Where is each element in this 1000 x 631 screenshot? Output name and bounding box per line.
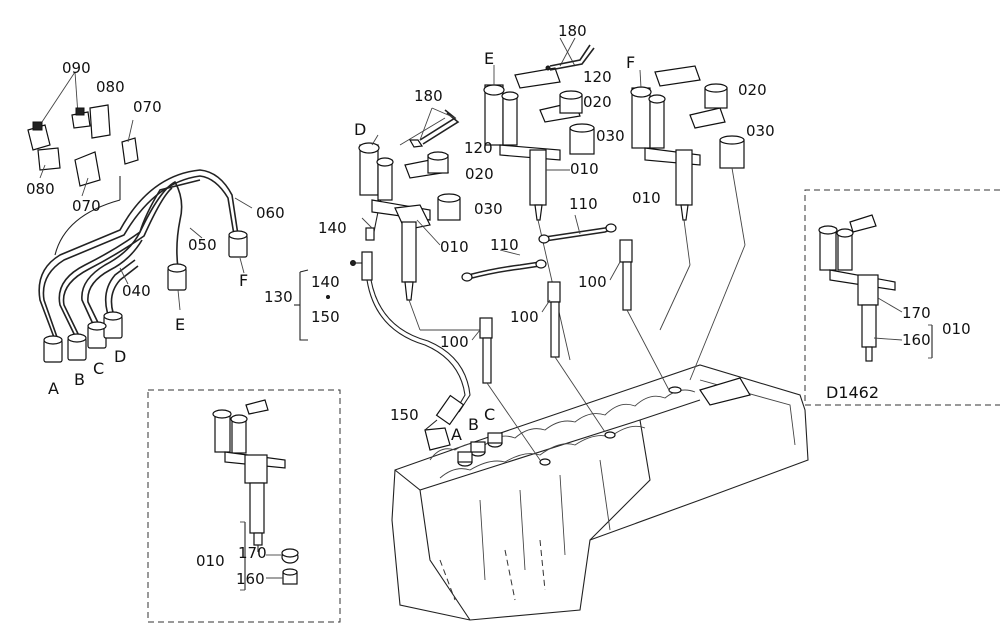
label-020: 020	[583, 93, 612, 111]
label-170: 170	[902, 304, 931, 322]
label-010: 010	[632, 189, 661, 207]
label-pipe-d: D	[114, 347, 126, 366]
label-030: 030	[746, 122, 775, 140]
injection-pipes	[38, 169, 253, 363]
label-180: 180	[414, 87, 443, 105]
label-port-b: B	[468, 415, 479, 434]
label-090: 090	[62, 59, 91, 77]
label-110: 110	[490, 236, 519, 254]
label-150: 150	[390, 406, 419, 424]
label-120: 120	[464, 139, 493, 157]
label-020: 020	[738, 81, 767, 99]
injector-f	[630, 65, 746, 381]
label-050: 050	[188, 236, 217, 254]
label-port-c: C	[484, 405, 495, 424]
label-070: 070	[133, 98, 162, 116]
label-060: 060	[256, 204, 285, 222]
detail-box-left	[147, 389, 341, 623]
label-080: 080	[26, 180, 55, 198]
detail-box-right	[804, 189, 1000, 406]
spill-pipes	[461, 214, 617, 282]
label-pipe-e: E	[175, 315, 185, 334]
label-110: 110	[569, 195, 598, 213]
label-140: 140	[318, 219, 347, 237]
label-030: 030	[474, 200, 503, 218]
label-010: 010	[570, 160, 599, 178]
cylinder-head	[391, 364, 809, 621]
label-pipe-b: B	[74, 370, 85, 389]
label-070: 070	[72, 197, 101, 215]
glow-plugs	[471, 239, 671, 461]
injector-e	[483, 37, 595, 361]
leak-off-hose	[294, 184, 471, 431]
label-030: 030	[596, 127, 625, 145]
label-injector-e: E	[484, 49, 494, 68]
label-pipe-c: C	[93, 359, 104, 378]
label-100: 100	[578, 273, 607, 291]
label-100: 100	[510, 308, 539, 326]
label-injector-f: F	[626, 53, 635, 72]
label-120: 120	[583, 68, 612, 86]
label-model-d1462: D1462	[826, 383, 879, 402]
label-010: 010	[942, 320, 971, 338]
label-injector-d: D	[354, 120, 366, 139]
label-020: 020	[465, 165, 494, 183]
label-100: 100	[440, 333, 469, 351]
label-pipe-f: F	[239, 271, 248, 290]
label-080: 080	[96, 78, 125, 96]
pipe-clamps	[27, 71, 139, 197]
label-pipe-a: A	[48, 379, 59, 398]
callout-labels: 090 080 070 080 070 060 050 040 A B C D …	[26, 22, 971, 588]
label-150: 150	[311, 308, 340, 326]
label-160: 160	[902, 331, 931, 349]
label-160: 160	[236, 570, 265, 588]
label-180: 180	[558, 22, 587, 40]
label-140: 140	[311, 273, 340, 291]
label-040: 040	[122, 282, 151, 300]
injector-d	[358, 107, 480, 331]
label-port-a: A	[451, 425, 462, 444]
label-010: 010	[196, 552, 225, 570]
label-130: 130	[264, 288, 293, 306]
label-170: 170	[238, 544, 267, 562]
label-010: 010	[440, 238, 469, 256]
